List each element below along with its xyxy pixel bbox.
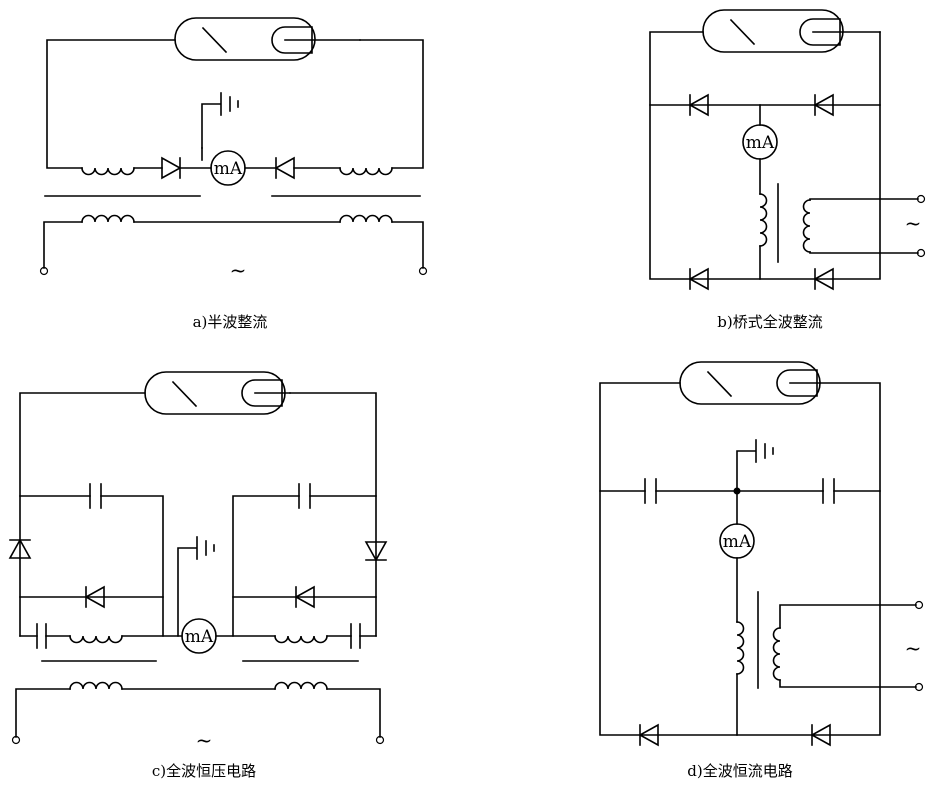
diode-c-right-vertical: [364, 541, 388, 562]
terminal-b-top: [916, 194, 926, 204]
milliammeter-b: mA: [742, 124, 778, 160]
xray-tube-b: [702, 9, 881, 53]
ac-symbol-c: ~: [196, 728, 213, 752]
diode-c-left-horizontal: [84, 585, 105, 609]
diode-d-bottom-right: [810, 723, 831, 747]
caption-d: d)全波恒流电路: [687, 762, 792, 780]
circuit-c-constant-voltage: mA ~ c)全波恒压电路: [8, 371, 388, 780]
terminal-c-right: [375, 735, 385, 745]
coil-a-sec-left: [81, 167, 135, 176]
ac-symbol-a: ~: [230, 258, 247, 282]
diode-a-right: [274, 156, 295, 180]
milliammeter-d: mA: [719, 523, 755, 559]
terminal-a-left: [39, 266, 49, 276]
circuit-a-half-wave: mA ~ a)半波整流: [39, 17, 428, 331]
xray-tube-d: [679, 361, 821, 405]
xray-tube-c: [144, 371, 291, 415]
milliammeter-c: mA: [181, 618, 217, 654]
coil-a-sec-right: [339, 167, 393, 176]
caption-a: a)半波整流: [193, 313, 268, 331]
terminal-c-left: [11, 735, 21, 745]
coil-c-sec-left: [69, 635, 123, 644]
coil-a-pri-left: [81, 214, 135, 223]
ac-symbol-b: ~: [905, 211, 922, 235]
coil-b-primary: [802, 199, 811, 253]
terminal-d-top: [914, 600, 924, 610]
svg-text:mA: mA: [185, 627, 214, 647]
diode-c-left-vertical: [8, 538, 32, 559]
ground-c: [177, 536, 215, 637]
diode-a-left: [161, 156, 182, 180]
svg-text:mA: mA: [723, 532, 752, 552]
terminal-b-bottom: [916, 248, 926, 258]
terminal-a-right: [418, 266, 428, 276]
diode-b-bottom-left: [688, 267, 709, 291]
diode-b-bottom-right: [813, 267, 834, 291]
ac-symbol-d: ~: [905, 636, 922, 660]
diode-b-top-right: [813, 93, 834, 117]
terminal-d-bottom: [914, 682, 924, 692]
svg-text:mA: mA: [746, 133, 775, 153]
coil-d-primary: [772, 627, 781, 681]
svg-text:mA: mA: [214, 159, 243, 179]
caption-c: c)全波恒压电路: [152, 762, 256, 780]
coil-a-pri-right: [339, 214, 393, 223]
coil-c-pri-right: [274, 681, 328, 690]
ground-d: [736, 439, 774, 492]
coil-b-secondary: [759, 193, 768, 247]
diode-b-top-left: [688, 93, 709, 117]
coil-d-secondary: [736, 621, 745, 675]
coil-c-sec-right: [274, 635, 328, 644]
diode-d-bottom-left: [638, 723, 659, 747]
coil-c-pri-left: [69, 681, 123, 690]
milliammeter-a: mA: [210, 150, 246, 186]
xray-tube-a: [174, 17, 361, 61]
diode-c-right-horizontal: [294, 585, 315, 609]
circuit-b-bridge: mA ~ b)桥式全波整流: [649, 9, 926, 331]
caption-b: b)桥式全波整流: [717, 313, 822, 331]
circuit-d-constant-current: mA ~ d)全波恒流电路: [599, 361, 924, 780]
ground-a: [201, 92, 239, 149]
